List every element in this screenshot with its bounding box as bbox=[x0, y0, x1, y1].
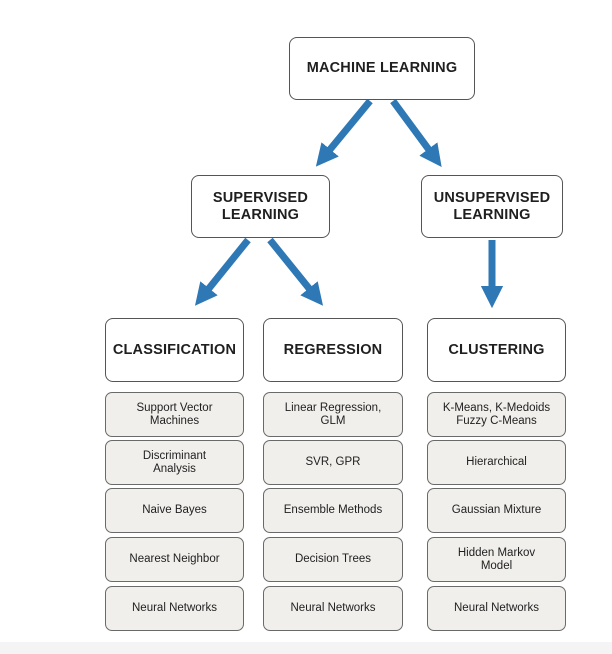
classification-item: Discriminant Analysis bbox=[105, 440, 244, 485]
regression-item: Linear Regression, GLM bbox=[263, 392, 403, 437]
classification-item-label: Discriminant Analysis bbox=[142, 450, 207, 475]
regression-item-label: SVR, GPR bbox=[305, 456, 361, 469]
classification-label: CLASSIFICATION bbox=[112, 341, 237, 358]
classification-item: Neural Networks bbox=[105, 586, 244, 631]
regression-item: SVR, GPR bbox=[263, 440, 403, 485]
regression-item-label: Neural Networks bbox=[290, 602, 376, 615]
classification-item-label: Nearest Neighbor bbox=[129, 553, 220, 566]
clustering-item-label: Hidden Markov Model bbox=[457, 547, 536, 572]
clustering-item: Hidden Markov Model bbox=[427, 537, 566, 582]
clustering-node: CLUSTERING bbox=[427, 318, 566, 382]
regression-item: Neural Networks bbox=[263, 586, 403, 631]
classification-node: CLASSIFICATION bbox=[105, 318, 244, 382]
regression-item-label: Decision Trees bbox=[294, 553, 372, 566]
regression-item-label: Linear Regression, GLM bbox=[284, 402, 382, 427]
unsupervised-node: UNSUPERVISED LEARNING bbox=[421, 175, 563, 238]
clustering-item-label: Gaussian Mixture bbox=[451, 504, 542, 517]
bottom-strip bbox=[0, 642, 612, 654]
regression-item: Ensemble Methods bbox=[263, 488, 403, 533]
supervised-label: SUPERVISED LEARNING bbox=[212, 189, 309, 223]
clustering-item-label: Neural Networks bbox=[454, 602, 539, 615]
root-label: MACHINE LEARNING bbox=[306, 60, 458, 76]
clustering-item-label: K-Means, K-Medoids Fuzzy C-Means bbox=[442, 402, 551, 427]
classification-item-label: Neural Networks bbox=[132, 602, 217, 615]
clustering-item: K-Means, K-Medoids Fuzzy C-Means bbox=[427, 392, 566, 437]
regression-label: REGRESSION bbox=[283, 341, 383, 358]
clustering-item: Neural Networks bbox=[427, 586, 566, 631]
clustering-label: CLUSTERING bbox=[448, 341, 545, 358]
regression-item: Decision Trees bbox=[263, 537, 403, 582]
unsupervised-label: UNSUPERVISED LEARNING bbox=[433, 189, 551, 223]
classification-item-label: Support Vector Machines bbox=[136, 402, 213, 427]
regression-item-label: Ensemble Methods bbox=[283, 504, 383, 517]
classification-item: Naive Bayes bbox=[105, 488, 244, 533]
clustering-item: Gaussian Mixture bbox=[427, 488, 566, 533]
clustering-item: Hierarchical bbox=[427, 440, 566, 485]
supervised-node: SUPERVISED LEARNING bbox=[191, 175, 330, 238]
arrow-root-to-unsupervised bbox=[390, 98, 442, 168]
classification-item: Nearest Neighbor bbox=[105, 537, 244, 582]
classification-item-label: Naive Bayes bbox=[142, 504, 207, 517]
root-node: MACHINE LEARNING bbox=[289, 37, 475, 100]
arrow-root-to-supervised bbox=[315, 98, 373, 167]
arrow-supervised-to-regression bbox=[267, 237, 324, 306]
clustering-item-label: Hierarchical bbox=[466, 456, 527, 469]
classification-item: Support Vector Machines bbox=[105, 392, 244, 437]
arrow-supervised-to-classification bbox=[194, 237, 251, 306]
regression-node: REGRESSION bbox=[263, 318, 403, 382]
